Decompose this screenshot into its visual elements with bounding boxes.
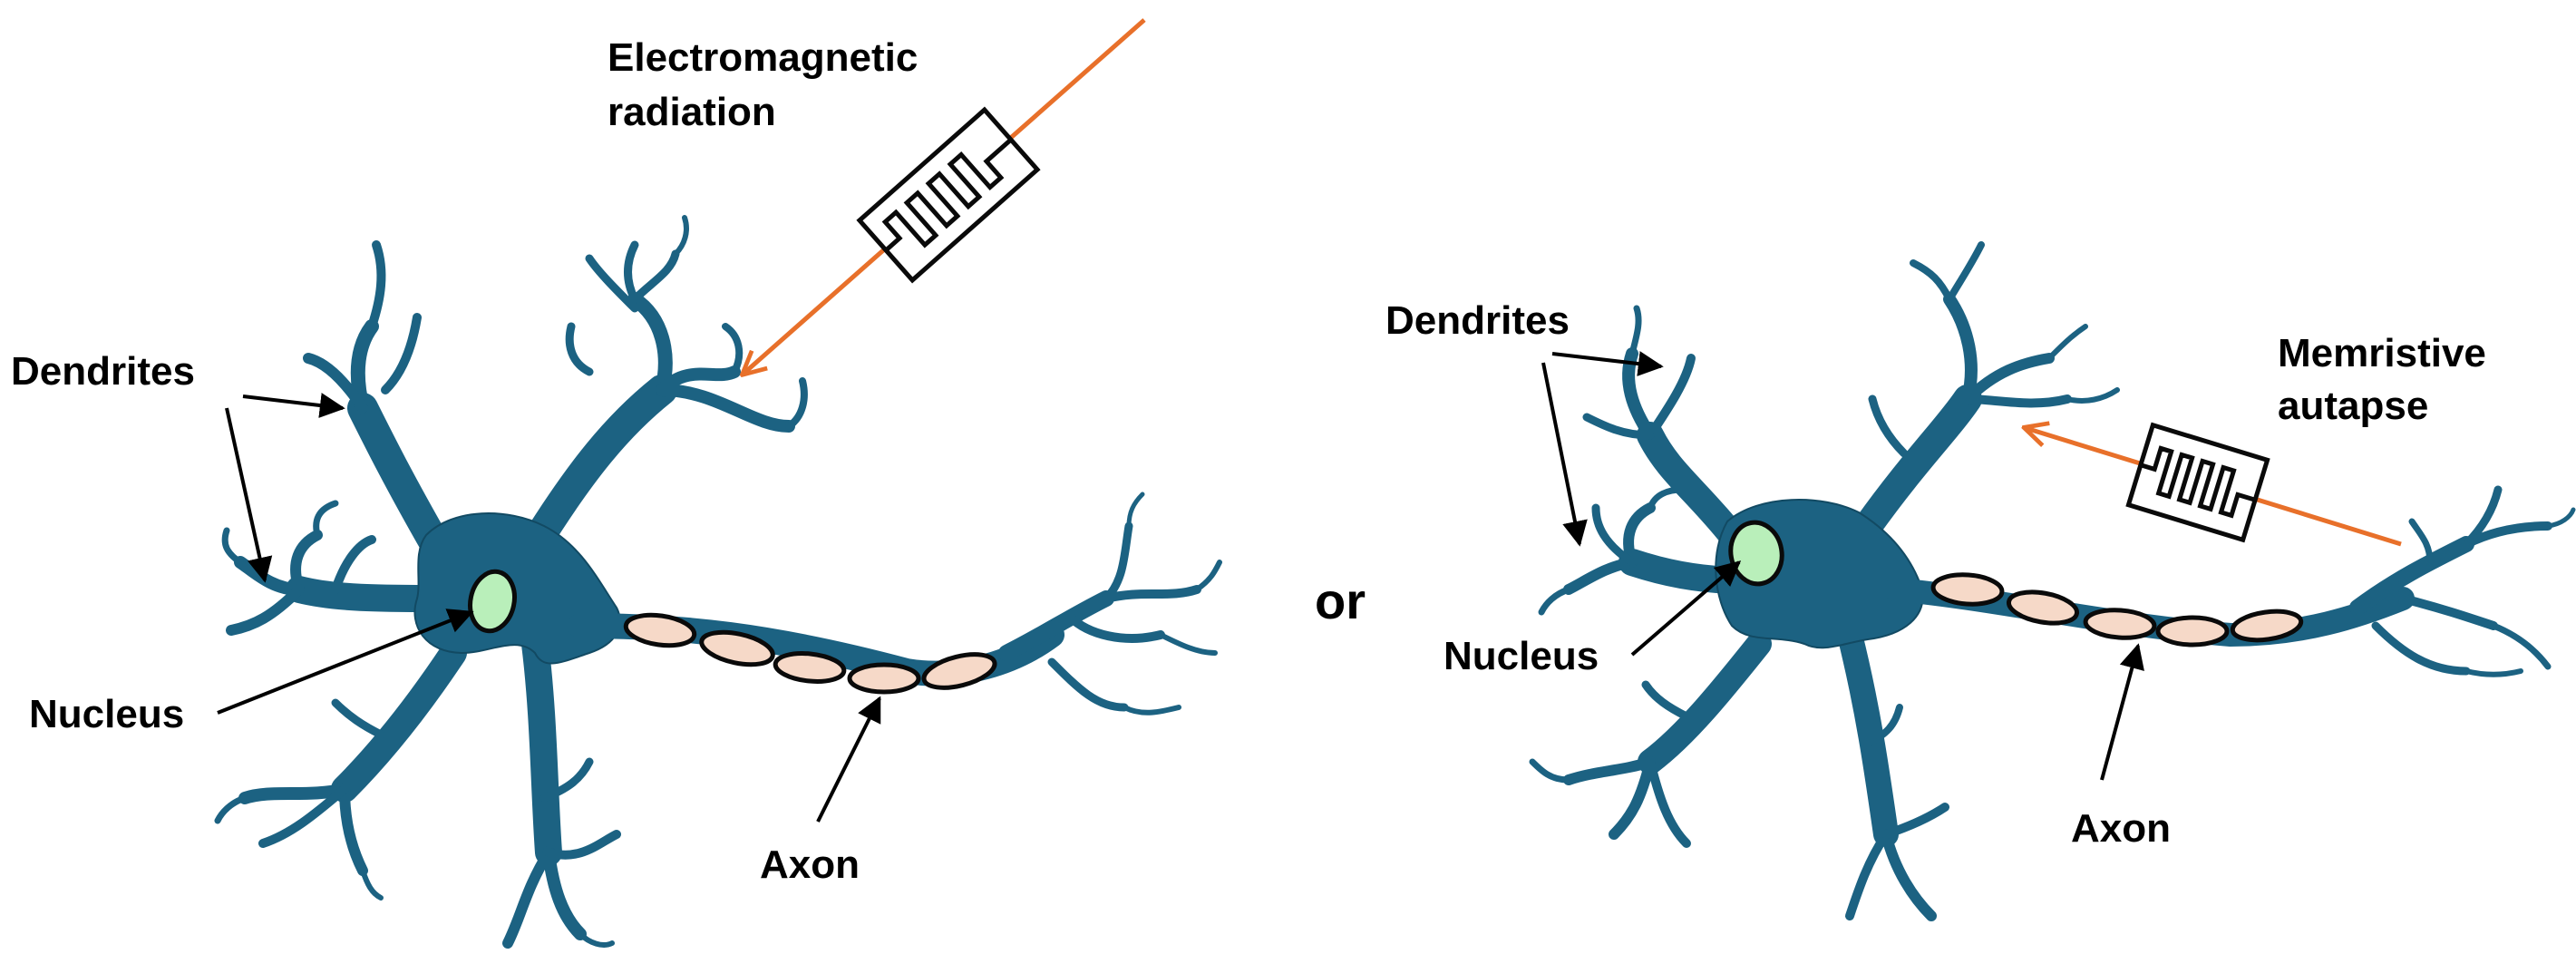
left-axon-terminals xyxy=(998,492,1222,716)
left-pointers xyxy=(217,393,881,823)
right-nucleus-label: Nucleus xyxy=(1444,634,1599,678)
memristor-icon xyxy=(856,106,1041,284)
right-neuron xyxy=(1529,241,2576,921)
right-nucleus xyxy=(1728,520,1784,587)
memristor-icon xyxy=(2125,422,2270,543)
left-nucleus-label: Nucleus xyxy=(29,692,184,736)
right-dendrites-pointer-lower xyxy=(1541,362,1588,547)
left-dendrites-label: Dendrites xyxy=(11,349,195,394)
autapse-stimulus xyxy=(2026,422,2402,547)
left-nucleus xyxy=(468,569,517,634)
right-nucleus-pointer xyxy=(1630,560,1742,657)
dendrites-pointer-upper xyxy=(242,393,345,418)
left-soma xyxy=(413,512,621,665)
right-dendrites-pointer-upper xyxy=(1551,351,1664,376)
left-axon-label: Axon xyxy=(760,842,860,887)
dendrites-pointer-lower xyxy=(225,407,273,583)
right-dendrites xyxy=(1529,241,2120,921)
right-dendrites-label: Dendrites xyxy=(1385,298,1570,343)
radiation-label-line1: Electromagnetic xyxy=(608,35,918,80)
radiation-label-line2: radiation xyxy=(608,90,776,134)
nucleus-pointer xyxy=(217,609,474,715)
left-myelin xyxy=(623,612,997,695)
left-dendrites xyxy=(214,215,808,949)
radiation-stimulus xyxy=(744,18,1146,374)
autapse-label-line2: autapse xyxy=(2278,384,2428,428)
right-axon-pointer xyxy=(2100,643,2144,781)
right-myelin xyxy=(1930,572,2304,648)
right-axon-terminals xyxy=(2349,485,2576,677)
axon-pointer xyxy=(816,696,881,823)
right-axon-label: Axon xyxy=(2071,806,2171,851)
left-neuron xyxy=(214,215,1222,949)
autapse-label-line1: Memristive xyxy=(2278,331,2486,375)
right-pointers xyxy=(1541,351,2144,781)
or-separator: or xyxy=(1315,572,1366,629)
